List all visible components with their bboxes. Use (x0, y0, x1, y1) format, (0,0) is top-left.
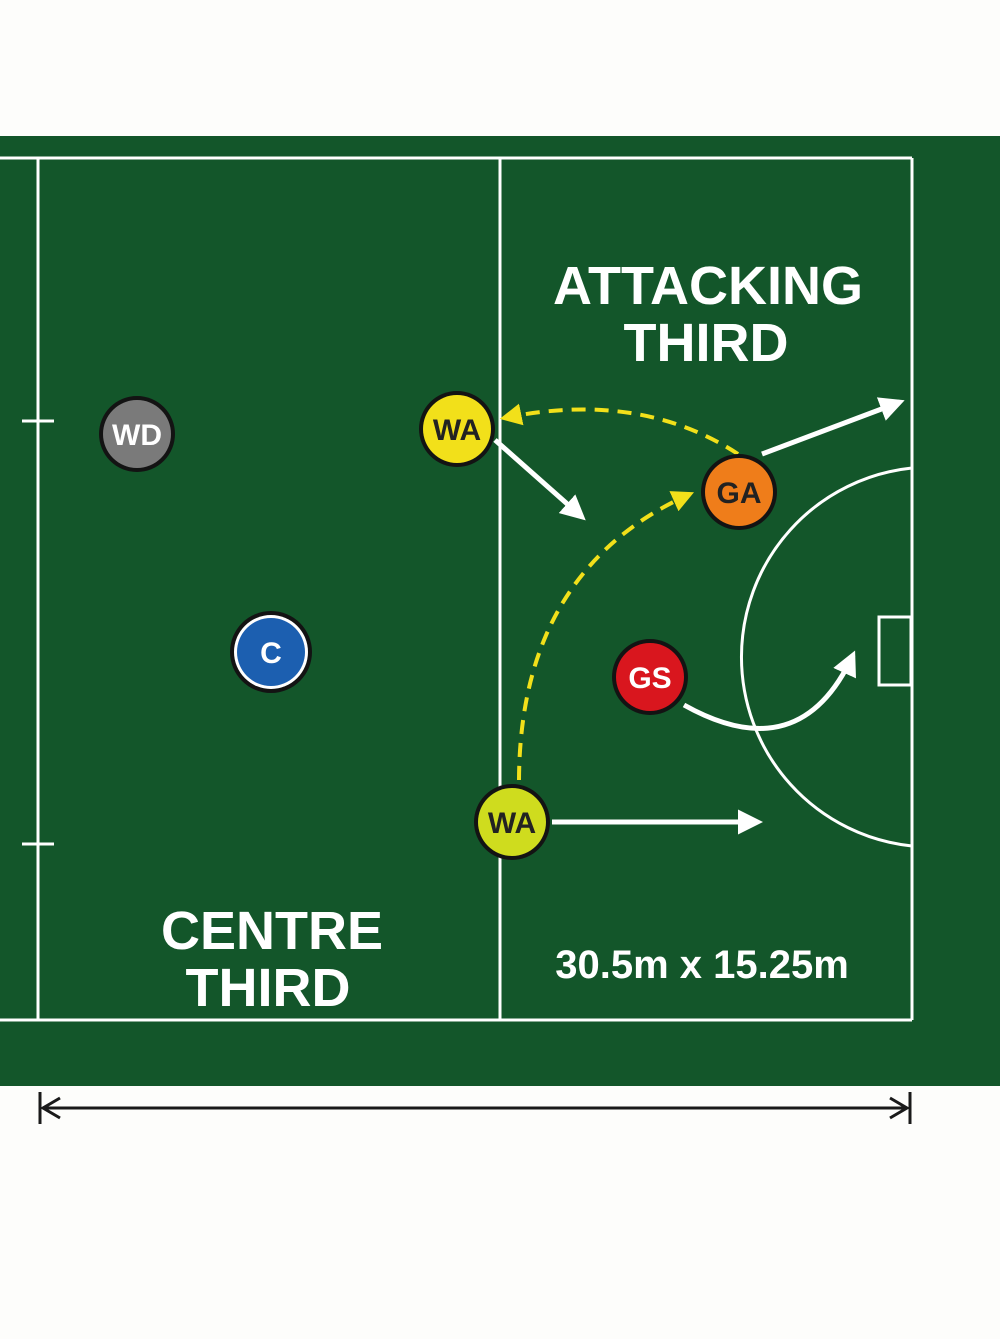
centre-third-title-line2: THIRD (186, 958, 351, 1018)
player-tokens: WD C WA GA GS WA (99, 391, 777, 860)
court-dimensions-label: 30.5m x 15.25m (555, 943, 849, 987)
player-fill-c (237, 618, 305, 686)
player-label-c: C (260, 637, 282, 670)
player-label-gs: GS (628, 662, 671, 695)
player-label-wa-top: WA (433, 414, 481, 447)
pass-line-wa-to-ga (517, 491, 695, 781)
player-label-wd: WD (112, 419, 162, 452)
attacking-third-title-line2: THIRD (624, 313, 789, 373)
pass-lines (499, 403, 740, 781)
player-fill-gs (616, 643, 684, 711)
movement-arrow-gs (682, 650, 856, 731)
centre-third-title-line1: CENTRE (161, 901, 383, 961)
shooting-circle (740, 466, 913, 848)
player-token-gs[interactable]: GS (612, 639, 688, 715)
measure-arrowhead-right (889, 1096, 910, 1120)
player-fill-wa-bottom (478, 788, 546, 856)
player-fill-wa-top (423, 395, 491, 463)
measure-arrowhead-left (40, 1096, 61, 1120)
player-fill-ga (705, 458, 773, 526)
movement-arrow-ga (761, 397, 905, 457)
pass-line-ga-to-wa (499, 403, 740, 456)
player-token-ga[interactable]: GA (701, 454, 777, 530)
attacking-third-title-line1: ATTACKING (553, 256, 863, 316)
goal-post-box (877, 615, 913, 687)
player-label-wa-bottom: WA (488, 807, 536, 840)
player-token-c[interactable]: C (230, 611, 312, 693)
court-length-measure (38, 1092, 912, 1124)
player-token-wa-top[interactable]: WA (419, 391, 495, 467)
movement-lines (493, 397, 905, 835)
player-token-wd[interactable]: WD (99, 396, 175, 472)
court-lines (0, 156, 914, 1022)
player-fill-wd (103, 400, 171, 468)
player-label-ga: GA (717, 477, 762, 510)
movement-arrow-wa-top (493, 438, 586, 521)
player-token-wa-bottom[interactable]: WA (474, 784, 550, 860)
